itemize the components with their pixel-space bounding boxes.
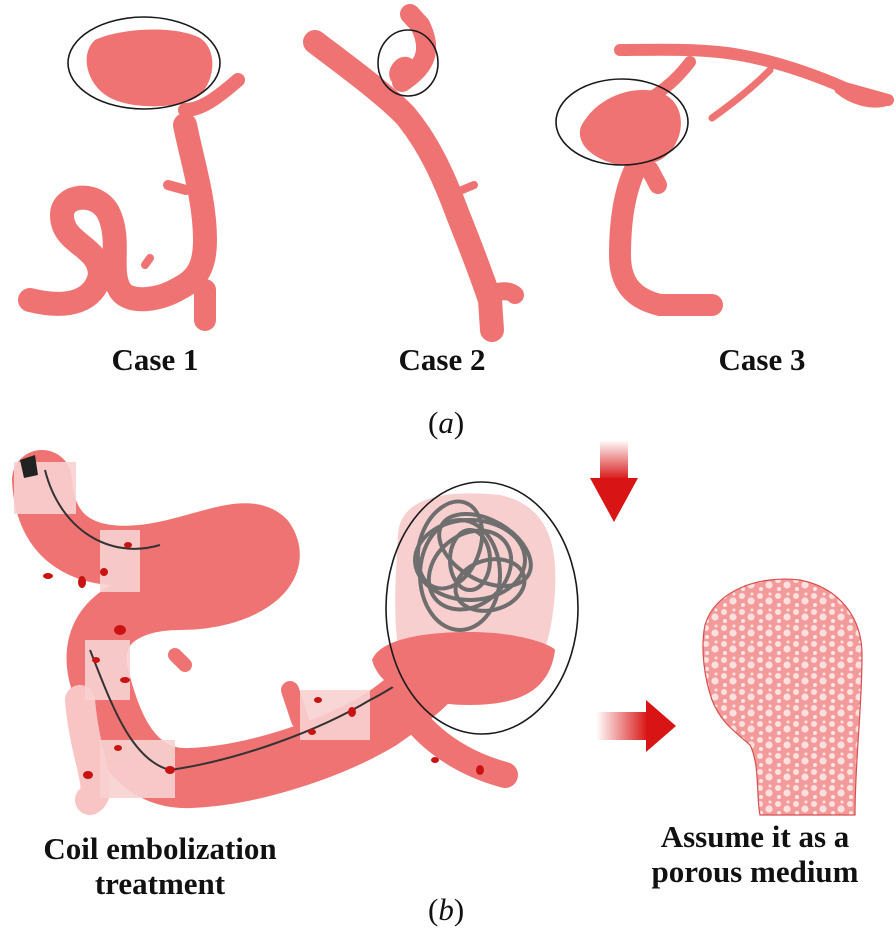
- treatment-vessel: [12, 450, 518, 815]
- case3-vessel: [609, 43, 894, 316]
- case1-vessel: [18, 73, 245, 331]
- treated-aneurysm-neck: [372, 632, 555, 705]
- subfigure-b-letter: b: [438, 892, 454, 927]
- porous-medium-shape: [702, 579, 862, 815]
- case3-label: Case 3: [718, 342, 806, 377]
- subfigure-a-label: (a): [428, 405, 465, 440]
- porous-medium-outline: [702, 578, 863, 816]
- porous-caption-line1: Assume it as a: [660, 819, 850, 854]
- subfigure-b-label: (b): [428, 892, 465, 927]
- porous-caption: Assume it as a porous medium: [615, 819, 895, 889]
- case1-aneurysm-circle: [67, 16, 221, 110]
- case1-label: Case 1: [111, 342, 199, 377]
- coil-caption: Coil embolization treatment: [0, 831, 320, 901]
- embolization-coil: [413, 499, 533, 632]
- case2-aneurysm-circle: [377, 29, 439, 97]
- down-arrow: [590, 440, 638, 522]
- right-arrow: [596, 700, 676, 752]
- case2-vessel: [303, 4, 524, 342]
- case2-label: Case 2: [398, 342, 486, 377]
- case3-aneurysm-circle: [555, 78, 689, 166]
- porous-caption-line2: porous medium: [651, 853, 859, 889]
- case2-aneurysm: [389, 56, 419, 90]
- case1-aneurysm: [86, 29, 213, 107]
- catheter-tip: [20, 455, 38, 478]
- case3-aneurysm: [579, 89, 681, 167]
- subfigure-a-letter: a: [438, 405, 454, 440]
- coil-caption-line2: treatment: [94, 865, 226, 901]
- treated-aneurysm-circle: [385, 481, 579, 735]
- coil-caption-line1: Coil embolization: [43, 831, 277, 866]
